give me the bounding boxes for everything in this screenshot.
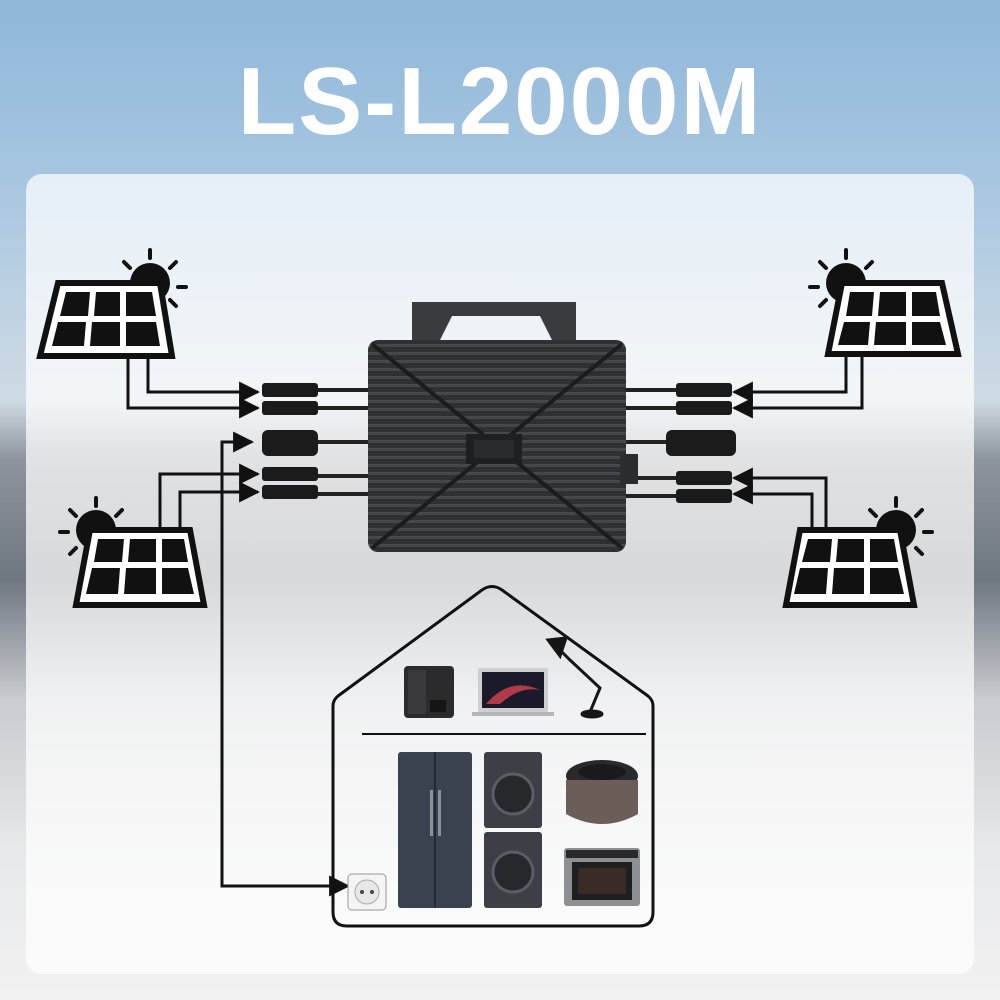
refrigerator: [398, 752, 472, 908]
coffee-machine: [404, 666, 454, 718]
laptop: [472, 668, 554, 716]
solar-panel-bottom-right: [782, 496, 934, 608]
ac-connector: [262, 430, 736, 456]
page-title: LS-L2000M: [237, 48, 763, 155]
solar-panel-bottom-left: [58, 496, 208, 608]
desk-lamp: [545, 636, 604, 719]
wall-socket: [347, 873, 387, 911]
washer-dryer: [484, 752, 542, 908]
solar-panel-top-left: [36, 248, 188, 359]
micro-inverter: [318, 302, 676, 552]
dc-wiring: [126, 354, 864, 897]
oven: [564, 848, 640, 906]
solar-panel-top-right: [808, 248, 962, 357]
mc4-connectors: [262, 383, 732, 503]
rice-cooker: [566, 760, 638, 824]
house-outline: [331, 585, 655, 928]
